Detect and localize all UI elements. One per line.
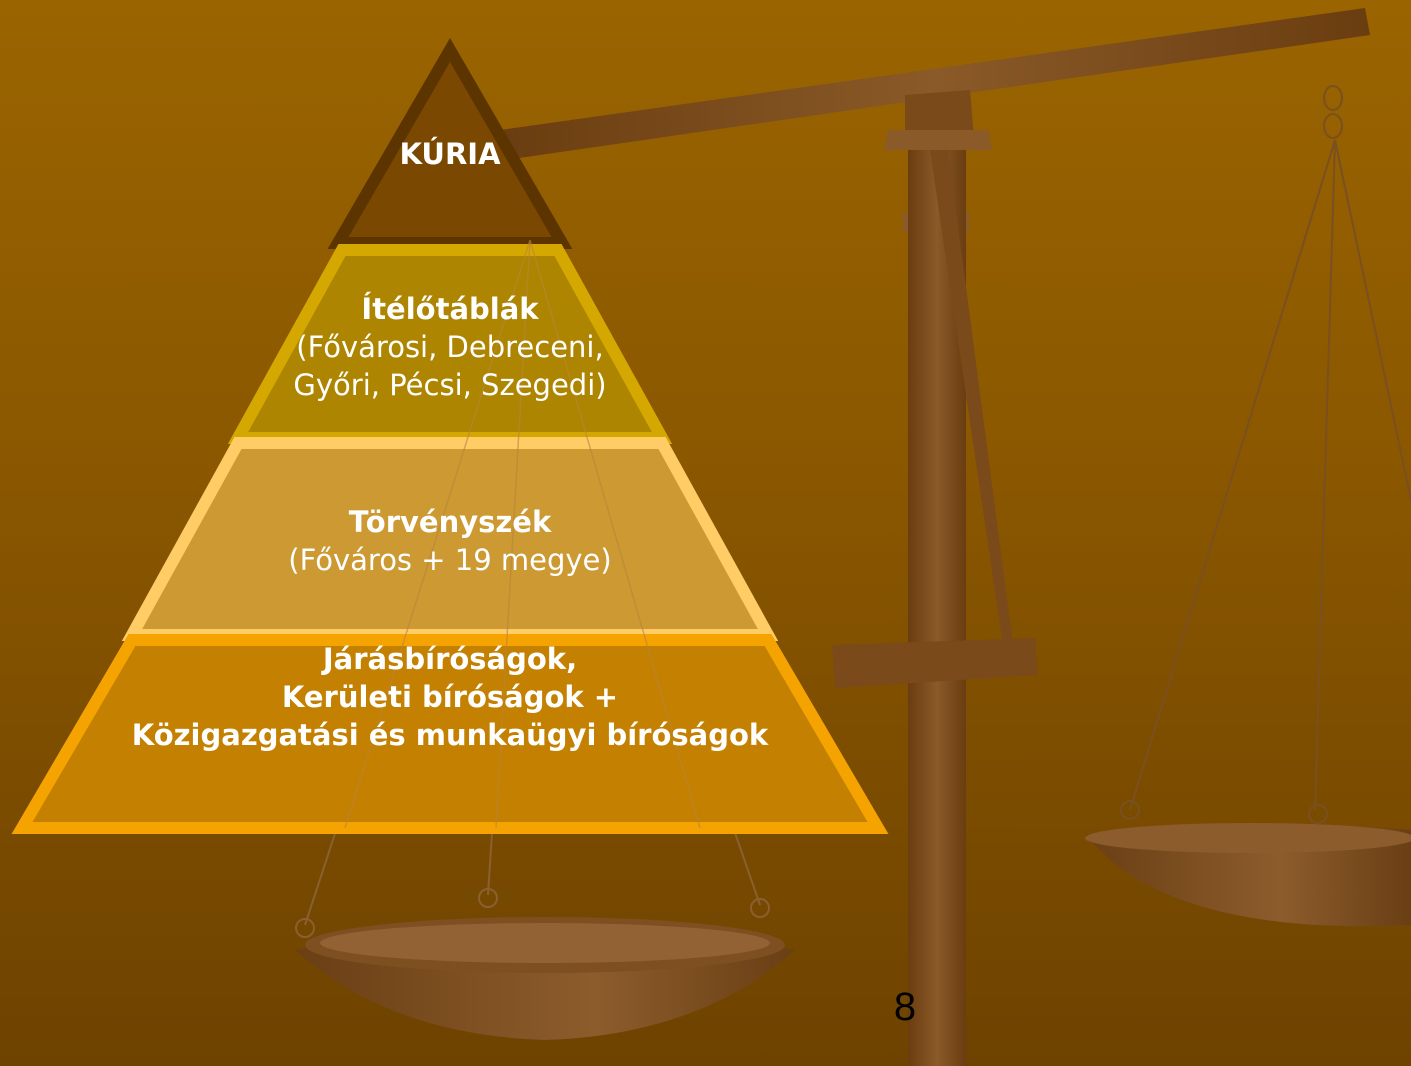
jarasbirosagok-line3: Közigazgatási és munkaügyi bíróságok: [131, 718, 769, 752]
right-pan-chains: [1120, 85, 1411, 824]
torvenyszek-line1: (Főváros + 19 megye): [288, 543, 612, 577]
itelotablak-title: Ítélőtáblák: [361, 292, 539, 326]
scale-pointer: [930, 150, 1015, 660]
tier-torvenyszek-label: Törvényszék (Főváros + 19 megye): [200, 503, 700, 579]
pyramid-tier-kuria: [327, 38, 573, 249]
scale-base: [832, 638, 1038, 688]
scale-beam: [500, 8, 1370, 160]
tier-jarasbirosagok-label: Járásbíróságok, Kerületi bíróságok + Köz…: [60, 640, 840, 754]
itelotablak-line1: (Fővárosi, Debreceni,: [296, 330, 604, 364]
itelotablak-line2: Győri, Pécsi, Szegedi): [293, 368, 607, 402]
jarasbirosagok-line1: Járásbíróságok,: [322, 642, 578, 676]
tier-itelotablak-label: Ítélőtáblák (Fővárosi, Debreceni, Győri,…: [250, 290, 650, 404]
kuria-title: KÚRIA: [399, 137, 501, 171]
tier-kuria-label: KÚRIA: [350, 135, 550, 173]
pyramid-tier-jarasbirosagok: [11, 634, 889, 834]
page-number: 8: [893, 985, 917, 1029]
torvenyszek-title: Törvényszék: [348, 505, 552, 539]
jarasbirosagok-line2: Kerületi bíróságok +: [281, 680, 619, 714]
